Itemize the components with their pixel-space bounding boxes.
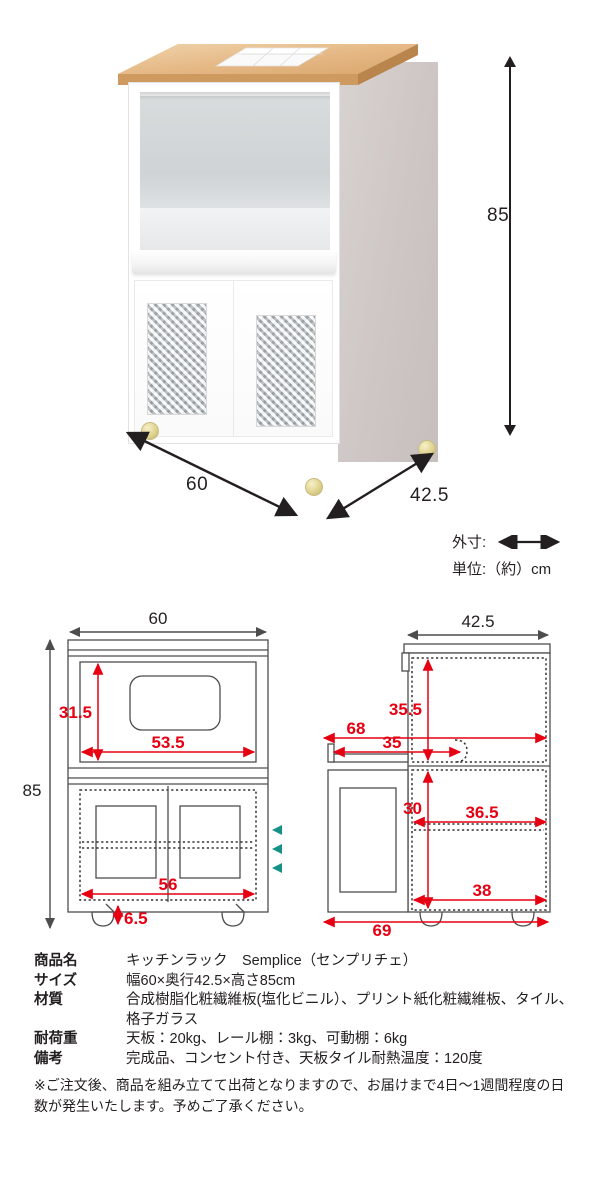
table-row: 商品名 キッチンラック Semplice（センプリチェ） (34, 952, 574, 972)
shelf-position-marker-icon (272, 825, 282, 835)
product-photo-section: 85 60 42.5 外寸: 単位:（約）cm (118, 44, 600, 582)
product-niche-floor (140, 208, 330, 250)
table-row: サイズ 幅60×奥行42.5×高さ85cm (34, 972, 574, 992)
depth-dimension-arrow (325, 452, 435, 520)
table-row: 備考 完成品、コンセント付き、天板タイル耐熱温度：120度 (34, 1050, 574, 1070)
lattice-glass-panel-right (256, 315, 316, 427)
front-niche-height-label: 31.5 (59, 703, 92, 722)
spec-key-load-capacity: 耐荷重 (34, 1031, 78, 1048)
product-cabinet-door-left (134, 280, 234, 437)
lattice-glass-panel-left (147, 303, 207, 415)
side-inner-height-label: 30 (403, 799, 422, 818)
product-side-panel (338, 62, 438, 462)
front-width-label: 60 (149, 609, 168, 628)
caster-wheel (305, 478, 323, 496)
front-niche-width-label: 53.5 (151, 733, 184, 752)
product-rail-shelf (132, 250, 336, 274)
side-extended-depth-label: 68 (347, 719, 366, 738)
niche-inner-shadow (140, 92, 330, 100)
table-row: 材質 合成樹脂化粧繊維板(塩化ビニル）、プリント紙化粧繊維板、タイル、格子ガラス (34, 991, 574, 1030)
dimension-legend: 外寸: 単位:（約）cm (452, 528, 600, 582)
shelf-position-marker-icon (272, 863, 282, 873)
legend-unit-label: 単位:（約）cm (452, 561, 552, 578)
spec-value-material: 合成樹脂化粧繊維板(塩化ビニル）、プリント紙化粧繊維板、タイル、格子ガラス (126, 992, 574, 1028)
spec-key-remarks: 備考 (34, 1050, 63, 1067)
spec-key-material: 材質 (34, 992, 63, 1009)
legend-outer-row: 外寸: (452, 528, 600, 555)
width-dimension-arrow (125, 431, 299, 517)
spec-value-product-name: キッチンラック Semplice（センプリチェ） (126, 953, 418, 969)
product-cabinet-door-right (233, 280, 333, 437)
depth-dimension-label: 42.5 (410, 485, 449, 506)
shipping-note: ※ご注文後、商品を組み立てて出荷となりますので、お届けまで4日～1週間程度の日数… (34, 1077, 565, 1114)
spec-key-product-name: 商品名 (34, 953, 78, 969)
arrowhead-up-icon (504, 56, 516, 67)
side-cabinet-depth-label: 38 (473, 881, 492, 900)
side-depth-label: 42.5 (461, 612, 494, 631)
spec-value-size: 幅60×奥行42.5×高さ85cm (126, 972, 296, 989)
spec-value-load-capacity: 天板：20kg、レール棚：3kg、可動棚：6kg (126, 1031, 408, 1048)
shelf-position-marker-icon (272, 844, 282, 854)
product-microwave-niche (140, 96, 330, 226)
side-niche-depth-label: 35.5 (389, 700, 422, 719)
front-height-label: 85 (23, 781, 42, 800)
technical-drawings-svg: .o { fill:none; stroke:#4d4d4d; stroke-w… (23, 609, 551, 940)
legend-unit-row: 単位:（約）cm (452, 555, 600, 582)
front-cabinet-width-label: 56 (159, 875, 178, 894)
front-caster-height-label: 6.5 (124, 909, 148, 928)
side-shelf-depth-label: 36.5 (465, 803, 498, 822)
legend-outer-label: 外寸: (452, 534, 487, 551)
spec-value-remarks: 完成品、コンセント付き、天板タイル耐熱温度：120度 (126, 1050, 483, 1067)
specification-section: 商品名 キッチンラック Semplice（センプリチェ） サイズ 幅60×奥行4… (0, 952, 600, 1116)
spec-key-size: サイズ (34, 972, 78, 989)
side-total-depth-label: 69 (373, 921, 392, 940)
double-arrow-icon (497, 534, 561, 549)
side-rail-travel-label: 35 (383, 733, 402, 752)
height-dimension-line (509, 62, 511, 430)
technical-drawings-section: .o { fill:none; stroke:#4d4d4d; stroke-w… (0, 600, 600, 950)
width-dimension-label: 60 (186, 474, 209, 495)
arrowhead-down-icon (504, 425, 516, 436)
table-row: 耐荷重 天板：20kg、レール棚：3kg、可動棚：6kg (34, 1030, 574, 1050)
height-dimension-label: 85 (487, 205, 510, 226)
specification-table: 商品名 キッチンラック Semplice（センプリチェ） サイズ 幅60×奥行4… (34, 952, 574, 1069)
